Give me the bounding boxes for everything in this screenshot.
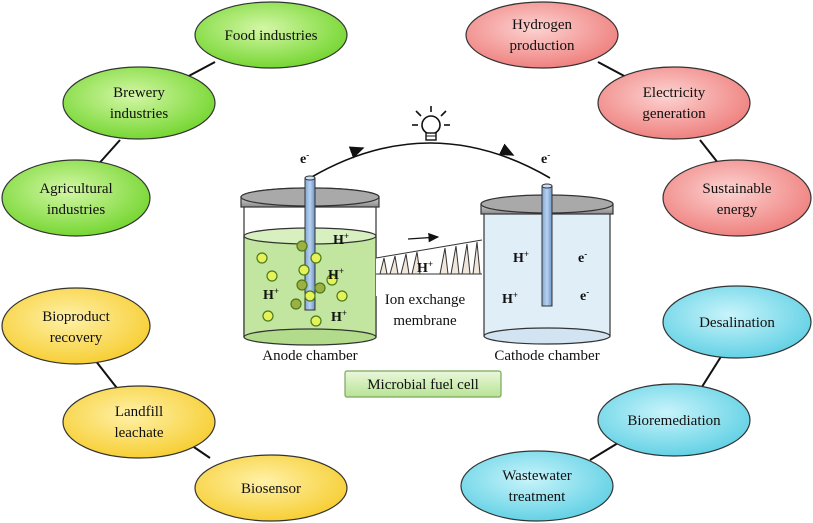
oval-label: Desalination [699,315,775,331]
oval-sustainable-energy: Sustainable energy [662,159,812,237]
oval-label: Bioproduct [42,309,110,325]
cathode-electron-label: e- [580,287,589,304]
external-circuit [309,106,551,179]
microbes [256,240,348,327]
anode-electron-label: e- [300,150,309,167]
oval-label: production [510,38,575,54]
anode-proton-label: H+ [263,286,279,303]
oval-electricity-generation: Electricity generation [597,66,751,140]
oval-label: generation [642,106,706,122]
cathode-proton-label: H+ [513,249,529,266]
cathode-chamber: H+ H+ e- e- [480,183,614,345]
membrane-label: Ion exchange [385,292,466,308]
oval-bioproduct-recovery: Bioproduct recovery [1,287,151,365]
oval-label: Wastewater [502,468,572,484]
oval-label: Food industries [225,28,318,44]
circuit-arrow-left [348,146,365,159]
oval-label: Electricity [643,85,706,101]
oval-label: leachate [114,425,163,441]
oval-food-industries: Food industries [194,1,348,69]
oval-bioremediation: Bioremediation [597,383,751,457]
oval-label: industries [110,106,168,122]
oval-label: energy [717,202,758,218]
anode-proton-label: H+ [328,266,344,283]
oval-label: Biosensor [241,481,301,497]
light-bulb-icon [412,106,450,141]
oval-label: Sustainable [702,181,771,197]
connector-bioremediation-wastewater [589,442,619,461]
cathode-electron-label: e- [578,249,587,266]
anode-chamber: H+ H+ H+ H+ [240,175,380,346]
oval-label: Agricultural [39,181,112,197]
oval-label: Bioremediation [627,413,721,429]
oval-label: Landfill [115,404,163,420]
circuit-wire [309,142,551,179]
oval-label: industries [47,202,105,218]
connector-desalination-bioremediation [699,354,723,391]
oval-agricultural-industries: Agricultural industries [1,159,151,237]
oval-brewery-industries: Brewery industries [62,66,216,140]
cathode-chamber-label: Cathode chamber [494,348,599,364]
oval-label: recovery [50,330,103,346]
connector-bioproduct-landfill [94,359,121,393]
cathode-electron-label: e- [541,150,550,167]
oval-biosensor: Biosensor [194,454,348,522]
oval-landfill-leachate: Landfill leachate [62,385,216,459]
connector-food-brewery [184,61,216,79]
diagram-title: Microbial fuel cell [367,377,479,393]
ion-exchange-membrane: H+ Ion exchange membrane [375,232,483,329]
oval-wastewater-treatment: Wastewater treatment [460,450,614,522]
membrane-label: membrane [393,313,457,329]
connector-hydrogen-electricity [597,61,629,79]
anode-proton-label: H+ [333,231,349,248]
anode-chamber-label: Anode chamber [262,348,357,364]
cathode-proton-label: H+ [502,290,518,307]
oval-desalination: Desalination [662,285,812,359]
circuit-arrow-right [498,143,515,156]
title-box: Microbial fuel cell [344,370,502,398]
membrane-proton-label: H+ [417,259,433,276]
proton-flow-arrow [407,232,440,243]
anode-proton-label: H+ [331,308,347,325]
cathode-electrode [541,185,553,307]
oval-label: Hydrogen [512,17,572,33]
oval-label: treatment [509,489,566,505]
oval-label: Brewery [113,85,165,101]
oval-hydrogen-production: Hydrogen production [465,1,619,69]
